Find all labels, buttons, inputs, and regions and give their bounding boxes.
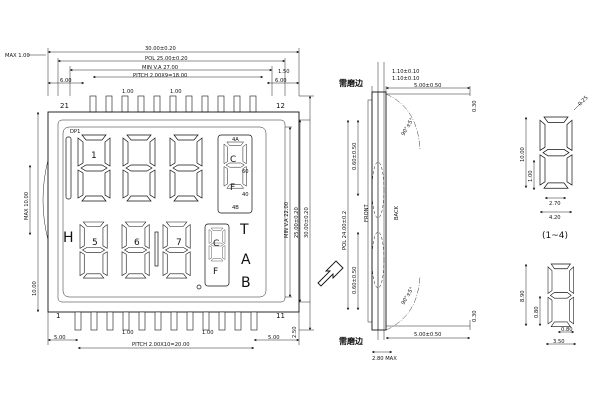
detail1-width-4-20: 4.20 [549, 215, 561, 221]
b-label: B [241, 275, 251, 291]
pitch-top-dim: PITCH 2.00X9=18.00 [133, 73, 187, 79]
detail-digit-large: 0.25 10.00 1.00 2.70 4.20 (1~4) [520, 95, 590, 241]
detail1-height-1: 1.00 [528, 170, 534, 182]
label-60: 60 [242, 169, 249, 175]
side-right-0-30-bottom: 0.30 [472, 310, 478, 322]
bottom-2-50-dim: 2.50 [292, 326, 298, 338]
top-pins [89, 95, 257, 113]
digit-1-label: 1 [91, 151, 97, 161]
right-offset-dim: 6.00 [275, 78, 287, 84]
back-label: BACK [394, 205, 400, 220]
side-pol-height-dim: POL 24.00±0.2 [342, 211, 348, 250]
min-va-width-dim: MIN V.A 27.00 [142, 65, 178, 71]
side-top-2-dim: 1.10±0.10 [392, 76, 419, 82]
need-edge-top-label: 需磨边 [339, 78, 364, 88]
dp1-label: DP1 [70, 129, 80, 135]
outer-width-dim: 30.00±0.20 [145, 46, 176, 52]
a-label: A [241, 252, 251, 268]
detail2-height-8-90: 8.90 [520, 290, 526, 302]
label-4a: 4A [232, 137, 239, 143]
bottom-pin-1-dim: 1.00 [122, 330, 134, 336]
view-arrow-icon [317, 260, 344, 287]
detail1-width-2-70: 2.70 [549, 201, 561, 207]
angle-top-label: 90°±5° [401, 117, 416, 137]
pin-12-label: 12 [276, 102, 285, 110]
offset-1-50-dim: 1.50 [278, 69, 290, 75]
h-label: H [63, 230, 74, 246]
front-label: FRONT [364, 203, 370, 222]
side-upper-0-60-dim: 0.60±0.50 [352, 143, 358, 170]
left-offset-dim: 6.00 [60, 78, 72, 84]
front-view: MAX 1.00 30.00±0.20 POL 25.00±0.20 MIN V… [5, 46, 314, 350]
pin-1-label: 1 [56, 312, 60, 320]
pol-width-dim: POL 25.00±0.20 [145, 56, 188, 62]
digit-7-label: 7 [176, 238, 182, 248]
bottom-pins [74, 311, 258, 331]
detail2-width-3-50: 3.50 [553, 339, 565, 345]
side-top-3-dim: 5.00±0.50 [414, 83, 441, 89]
digit-6-label: 6 [134, 238, 140, 248]
side-view: 需磨边 需磨边 1.10±0.10 1.10±0.10 5.00±0.50 0.… [339, 62, 478, 362]
detail1-0-25: 0.25 [577, 95, 589, 107]
side-lower-0-60-dim: 0.60±0.50 [352, 267, 358, 294]
angle-bottom-label: 90°±5° [401, 286, 416, 306]
detail2-width-0-80: 0.80 [561, 327, 573, 333]
detail1-caption: (1~4) [542, 231, 568, 241]
f-label-top: F [230, 183, 235, 193]
side-top-1-dim: 1.10±0.10 [392, 69, 419, 75]
c-label-top: C [230, 155, 236, 165]
bottom-digits [79, 221, 230, 290]
viewing-area [62, 126, 267, 298]
bottom-right-dim: 5.00 [268, 335, 280, 341]
pin-21-label: 21 [60, 102, 69, 110]
detail1-height-10: 10.00 [520, 147, 526, 162]
bottom-pin-2-dim: 1.00 [202, 330, 214, 336]
max-height-dim: MAX 10.00 [24, 192, 30, 220]
top-digits [65, 134, 253, 214]
pin-11-label: 11 [276, 312, 285, 320]
pin-spacing-1-dim: 1.00 [122, 89, 134, 95]
pol-outline [57, 119, 286, 303]
need-edge-bottom-label: 需磨边 [339, 336, 364, 346]
pol-height-dim: 25.00±0.20 [294, 207, 300, 238]
outer-height-dim: 30.00±0.20 [304, 207, 310, 238]
bottom-left-dim: 5.00 [54, 335, 66, 341]
c-label-bottom: C [213, 239, 219, 249]
detail-digit-small: 8.90 0.80 0.80 3.50 [520, 263, 577, 346]
t-label: T [239, 222, 249, 238]
min-va-height-dim: MIN V.A 22.00 [284, 202, 290, 238]
label-4b: 4B [232, 205, 239, 211]
digit-5-label: 5 [92, 238, 98, 248]
pitch-bottom-dim: PITCH 2.00X10=20.00 [132, 342, 190, 348]
f-label-bottom: F [213, 267, 218, 277]
side-right-0-30-top: 0.30 [472, 100, 478, 112]
detail2-height-0-80: 0.80 [534, 306, 540, 318]
pin-spacing-2-dim: 1.00 [170, 89, 182, 95]
label-40: 40 [242, 192, 249, 198]
left-height-dim: 10.00 [32, 281, 38, 296]
side-max-2-80-dim: 2.80 MAX [372, 356, 397, 362]
side-bottom-5-dim: 5.00±0.50 [414, 332, 441, 338]
max-left-dim: MAX 1.00 [5, 53, 30, 59]
